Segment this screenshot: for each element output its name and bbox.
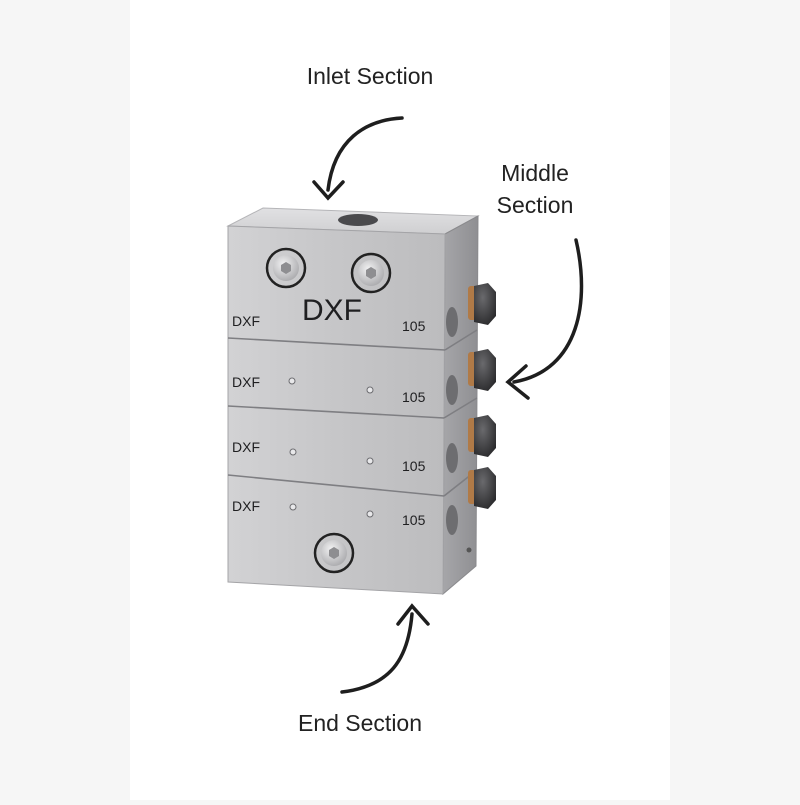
middle-section-label: Middle Section [470,157,600,221]
inlet-port [338,214,378,226]
section-brand-label: DXF [232,374,260,390]
block-brand-large: DXF [302,294,362,327]
curved-arrow-icon [340,603,430,694]
section-code-label: 105 [402,458,426,474]
hex-bolt-icon [468,467,496,509]
hex-bolt-icon [468,349,496,391]
end-section-label: End Section [297,710,423,736]
section-code-label: 105 [402,318,426,334]
middle-section-label-line2: Section [496,192,574,218]
section-code-label: 105 [402,512,426,528]
hex-socket-screw-icon [265,247,307,289]
middle-section-label-line1: Middle [501,160,569,186]
section-brand-label: DXF [232,498,260,514]
section-code-label: 105 [402,389,426,405]
block-front-face [227,225,446,595]
pin-holes [288,377,374,518]
hex-socket-screw-icon [313,532,355,574]
block-side-face [442,215,479,596]
hex-bolt-icon [468,415,496,457]
side-ports [446,307,472,553]
section-brand-label: DXF [232,313,260,329]
curved-arrow-icon [312,116,404,201]
hex-socket-screw-icon [350,252,392,294]
section-brand-label: DXF [232,439,260,455]
curved-arrow-icon [505,238,584,400]
inlet-section-label: Inlet Section [306,63,434,89]
section-seams [227,329,478,497]
hex-bolt-icon [468,283,496,325]
